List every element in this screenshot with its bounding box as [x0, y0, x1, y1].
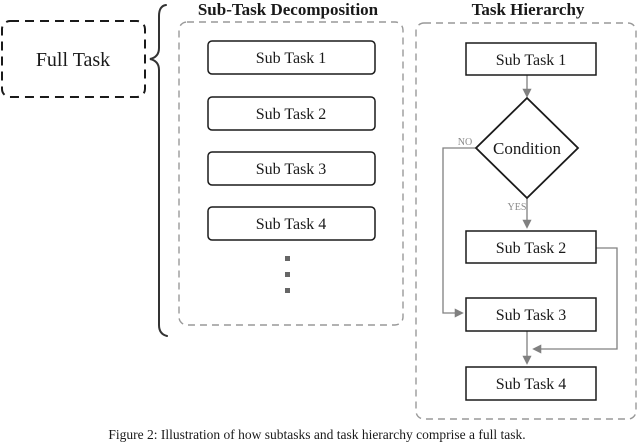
figure-caption: Figure 2: Illustration of how subtasks a… [108, 427, 525, 442]
condition-label: Condition [493, 139, 562, 158]
decomposition-subtask-3-box [207, 151, 376, 186]
hierarchy-subtask-2-label: Sub Task 2 [496, 240, 567, 257]
right-panel-title: Task Hierarchy [472, 0, 585, 19]
decomposition-subtask-4-box [207, 206, 376, 241]
full-task-label: Full Task [36, 49, 110, 71]
hierarchy-subtask-1-box [465, 42, 597, 76]
branch-label-yes: YES [508, 202, 527, 213]
arrow-no-condition-to-subtask3 [442, 147, 476, 318]
hierarchy-subtask-2-box [465, 230, 597, 264]
condition-diamond [474, 96, 580, 200]
decomposition-container [178, 21, 404, 326]
decomposition-subtask-1-label: Sub Task 1 [256, 50, 327, 67]
decomposition-subtask-1-box [207, 40, 376, 75]
hierarchy-subtask-4-label: Sub Task 4 [496, 376, 567, 393]
hierarchy-subtask-3-box [465, 297, 597, 332]
hierarchy-container [415, 22, 637, 420]
hierarchy-subtask-3-label: Sub Task 3 [496, 307, 567, 324]
full-task-box [1, 20, 146, 98]
branch-label-no: NO [458, 137, 472, 148]
arrow-subtask2-feedback-to-junction [532, 247, 618, 354]
hierarchy-subtask-4-box [465, 366, 597, 401]
ellipsis-dots-icon [285, 256, 290, 293]
decomposition-subtask-2-label: Sub Task 2 [256, 106, 327, 123]
left-panel-title: Sub-Task Decomposition [198, 0, 379, 19]
decomposition-subtask-3-label: Sub Task 3 [256, 161, 327, 178]
decomposition-subtask-2-box [207, 96, 376, 131]
decomposition-subtask-4-label: Sub Task 4 [256, 216, 327, 233]
curly-brace [149, 4, 168, 337]
hierarchy-subtask-1-label: Sub Task 1 [496, 52, 567, 69]
